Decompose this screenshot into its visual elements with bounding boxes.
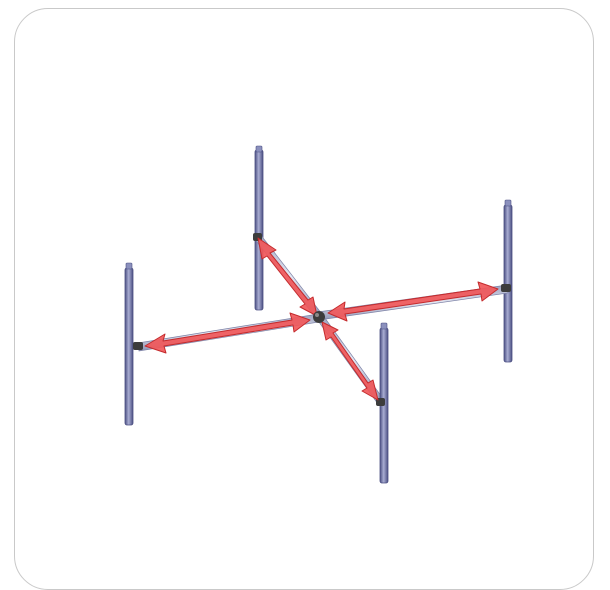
post-back (254, 145, 264, 311)
center-joint (313, 311, 325, 323)
double-headed-arrow-front (321, 321, 379, 401)
double-headed-arrow-right (327, 281, 499, 322)
double-headed-arrow-back (257, 237, 318, 317)
post-left (124, 262, 134, 426)
post-right (503, 199, 513, 363)
double-headed-arrow-left (144, 312, 311, 354)
